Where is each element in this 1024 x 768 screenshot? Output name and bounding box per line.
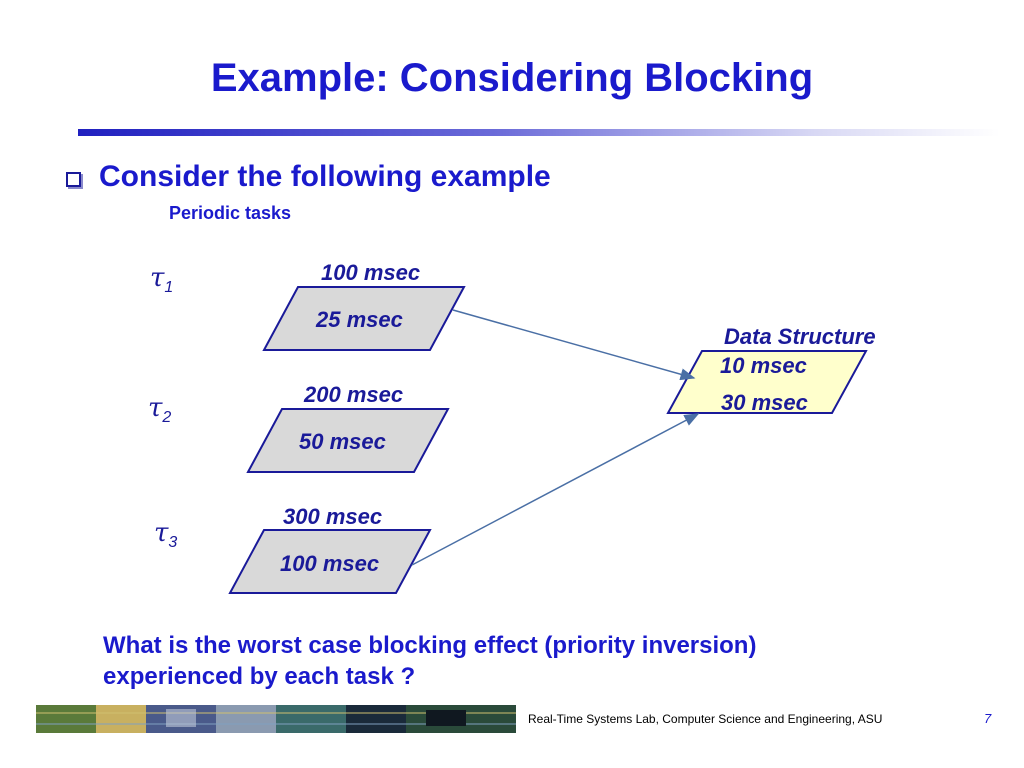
task-1-symbol: τ1: [150, 263, 174, 297]
task-3-box: [228, 529, 432, 594]
data-structure-box: [666, 350, 868, 414]
circuit-board-banner-image: [36, 705, 516, 733]
arrow-task3-to-data: [411, 413, 700, 566]
question-line-1: What is the worst case blocking effect (…: [103, 632, 757, 659]
slide-title: Example: Considering Blocking: [210, 56, 814, 100]
title-divider: [78, 129, 1000, 136]
task-3-symbol: τ3: [154, 518, 178, 552]
bullet-item: Consider the following example: [66, 160, 551, 194]
footer-credit: Real-Time Systems Lab, Computer Science …: [528, 712, 883, 726]
task-3-exec: 100 msec: [280, 551, 380, 576]
task-2-symbol: τ2: [148, 393, 172, 427]
arrow-task1-to-data: [452, 309, 696, 381]
square-bullet-icon: [66, 171, 81, 187]
task-2-exec: 50 msec: [299, 429, 386, 454]
task-3-period: 300 msec: [283, 504, 383, 529]
bullet-text: Consider the following example: [99, 160, 551, 193]
question-line-2: experienced by each task ?: [103, 663, 416, 690]
periodic-tasks-label: Periodic tasks: [169, 203, 292, 223]
task-1-period: 100 msec: [321, 260, 421, 285]
task-1-box: [262, 286, 466, 351]
data-structure-label: Data Structure: [724, 324, 876, 349]
data-structure-line1: 10 msec: [720, 353, 807, 378]
task-1-exec: 25 msec: [316, 307, 403, 332]
data-structure-line2: 30 msec: [721, 390, 808, 415]
task-2-box: [246, 408, 450, 473]
page-number: 7: [984, 711, 992, 726]
question-text: What is the worst case blocking effect (…: [103, 630, 903, 692]
task-2-period: 200 msec: [304, 382, 404, 407]
